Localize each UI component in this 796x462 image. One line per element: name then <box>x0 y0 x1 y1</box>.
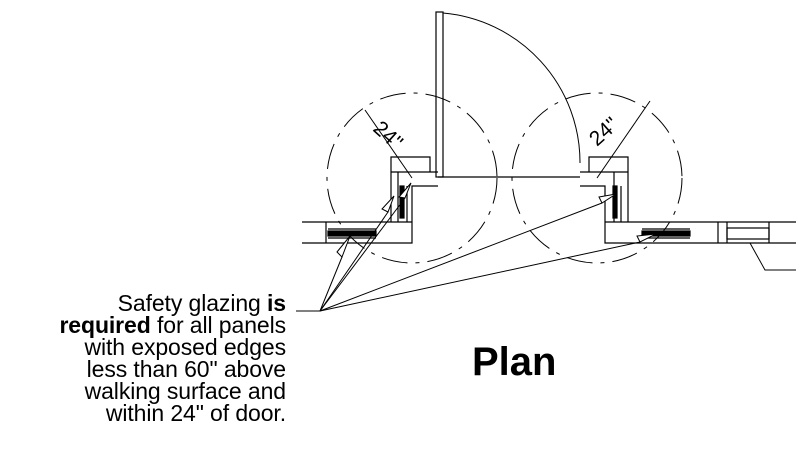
note-bold-is: is <box>267 290 286 316</box>
right-wall <box>628 221 796 244</box>
note-line-4: less than 60" above <box>86 356 286 382</box>
note-text-2: for all panels <box>150 312 286 338</box>
left-dim-leader <box>364 109 413 179</box>
note-bold-required: required <box>59 312 151 338</box>
right-24in-radius-circle <box>511 92 683 264</box>
left-24in-radius-circle <box>326 92 498 264</box>
safety-glazing-note: Safety glazing is required for all panel… <box>0 290 286 426</box>
note-line-3: with exposed edges <box>84 334 286 360</box>
note-text-1: Safety glazing <box>117 290 268 316</box>
right-dim-leader <box>596 100 651 179</box>
left-jamb <box>390 156 438 244</box>
left-dim-label: 24" <box>369 117 407 155</box>
door-leaf <box>435 11 444 178</box>
note-line-6: within 24" of door. <box>105 400 286 426</box>
plan-title: Plan <box>472 340 557 384</box>
right-jamb <box>580 156 629 244</box>
door-swing-arc <box>442 12 581 164</box>
wall-callout-leader <box>749 242 796 271</box>
glazing-leader-lines <box>296 197 641 312</box>
note-line-5: walking surface and <box>84 378 286 404</box>
leader-arrowheads <box>336 182 657 258</box>
right-dim-label: 24" <box>585 113 623 151</box>
